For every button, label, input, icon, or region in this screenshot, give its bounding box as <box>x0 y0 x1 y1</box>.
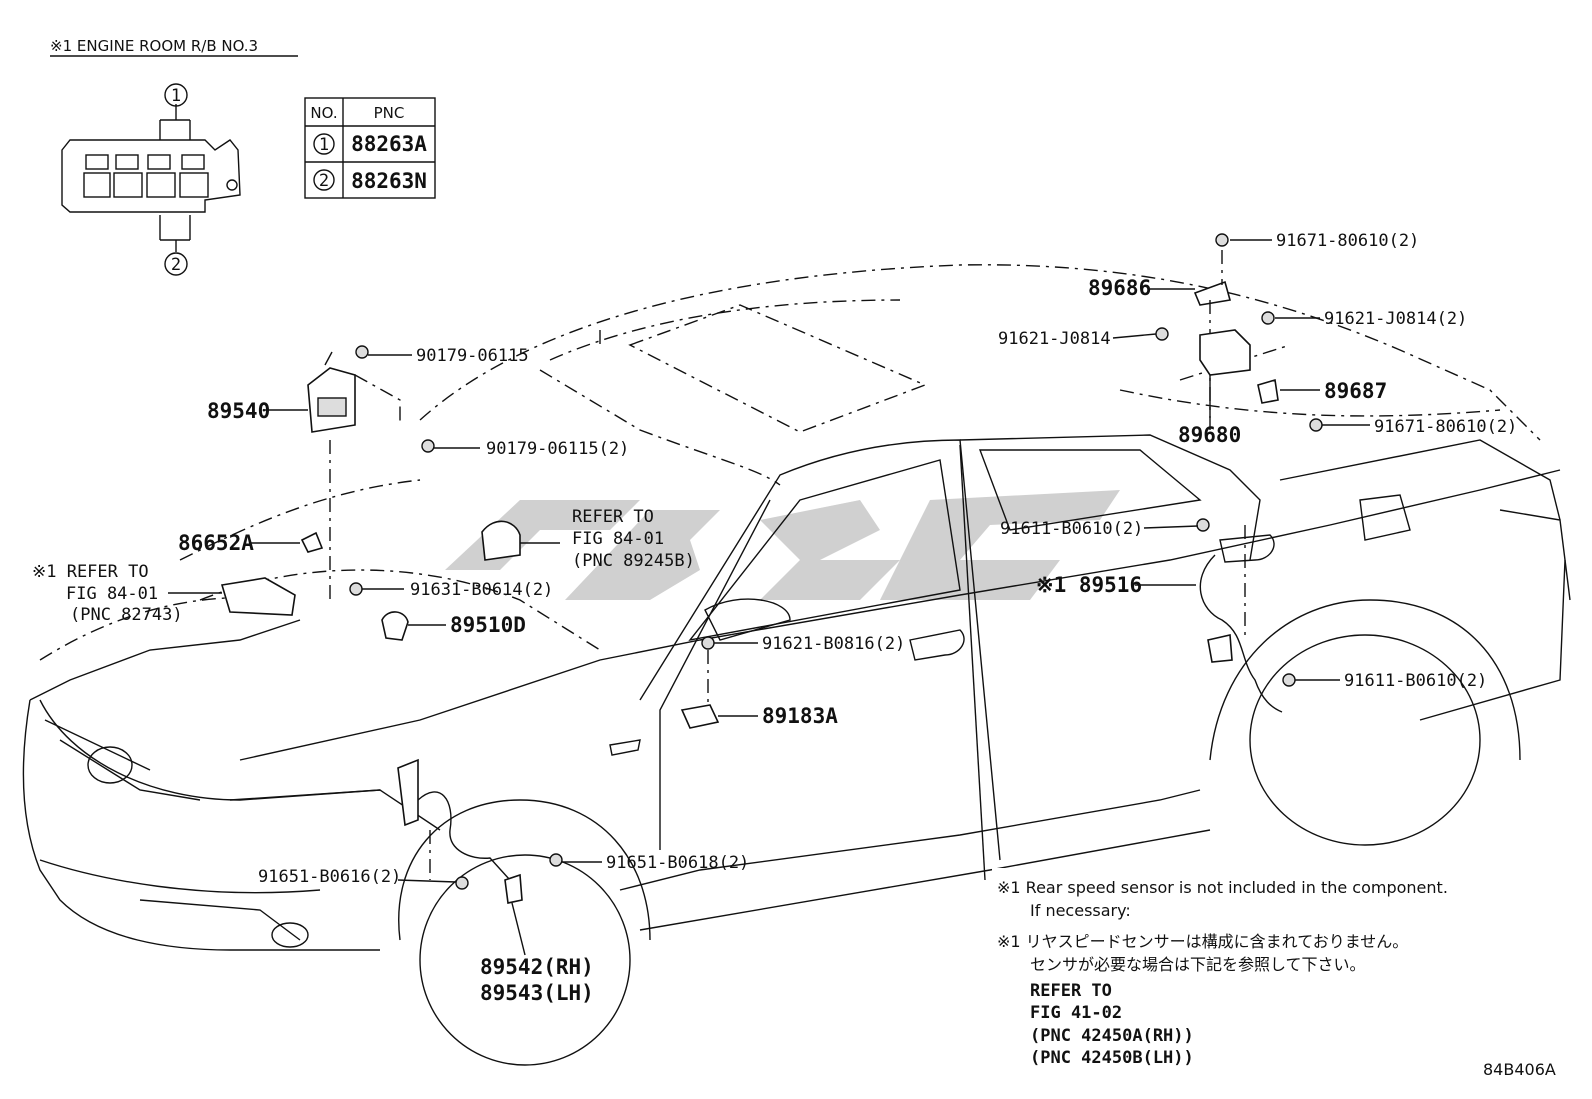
label-91631-b0614: 91631-B0614(2) <box>410 580 553 600</box>
label-91621-b0816: 91621-B0816(2) <box>762 634 905 654</box>
label-91611-b0610-top: 91611-B0610(2) <box>1000 519 1143 539</box>
callout-2-text: 2 <box>171 255 181 275</box>
label-89686: 89686 <box>1088 276 1151 300</box>
note-jp-line-2: センサが必要な場合は下記を参照して下さい。 <box>1030 955 1366 974</box>
pnc-table: NO. PNC 1 88263A 2 88263N <box>304 97 436 199</box>
car-body <box>22 264 1571 1066</box>
label-89510d: 89510D <box>450 613 526 637</box>
label-89542-rh: 89542(RH) <box>480 955 594 979</box>
footnotes: ※1 Rear speed sensor is not included in … <box>992 868 1462 1068</box>
watermark-logo <box>445 490 1120 600</box>
label-refer-2-line-2: FIG 84-01 <box>66 584 158 604</box>
label-91611-b0610-bottom: 91611-B0610(2) <box>1344 671 1487 691</box>
note-ref-line-4: (PNC 42450B(LH)) <box>1030 1048 1194 1068</box>
parts <box>220 233 1323 904</box>
label-89687: 89687 <box>1324 379 1387 403</box>
label-90179-06115-b: 90179-06115(2) <box>486 439 629 459</box>
label-refer-2-line-1: ※1 REFER TO <box>32 562 149 582</box>
label-86652a: 86652A <box>178 531 254 555</box>
table-header-no: NO. <box>310 104 337 122</box>
label-refer-1-line-1: REFER TO <box>572 507 654 527</box>
note-jp-line-1: ※1 リヤスピードセンサーは構成に含まれておりません。 <box>997 932 1408 951</box>
note-ref-line-1: REFER TO <box>1030 981 1112 1001</box>
label-91651-b0618: 91651-B0618(2) <box>606 853 749 873</box>
relay-box-title: ※1 ENGINE ROOM R/B NO.3 <box>50 37 258 55</box>
note-ref-line-2: FIG 41-02 <box>1030 1003 1122 1023</box>
label-90179-06115-a: 90179-06115 <box>416 346 529 366</box>
callout-1-text: 1 <box>171 86 181 106</box>
label-89543-lh: 89543(LH) <box>480 981 594 1005</box>
label-89680: 89680 <box>1178 423 1241 447</box>
note-ref-line-3: (PNC 42450A(RH)) <box>1030 1026 1194 1046</box>
table-header-pnc: PNC <box>374 104 405 122</box>
part-labels: 91671-80610(2) 89686 91621-J0814 91621-J… <box>32 231 1517 1005</box>
leader-lines <box>168 239 1370 956</box>
callout-circle-2 <box>164 252 188 276</box>
relay-box-drawing: 1 2 <box>61 83 241 276</box>
label-91621-j0814-right: 91621-J0814(2) <box>1324 309 1467 329</box>
label-89183a: 89183A <box>762 704 838 728</box>
label-refer-1-line-3: (PNC 89245B) <box>572 551 695 571</box>
label-91621-j0814-left: 91621-J0814 <box>998 329 1111 349</box>
label-91651-b0616: 91651-B0616(2) <box>258 867 401 887</box>
label-91671-80610-top: 91671-80610(2) <box>1276 231 1419 251</box>
label-91671-80610-bottom: 91671-80610(2) <box>1374 417 1517 437</box>
figure-id: 84B406A <box>1483 1060 1556 1079</box>
table-row-2-no: 2 <box>319 171 329 191</box>
label-refer-1-line-2: FIG 84-01 <box>572 529 664 549</box>
table-row-1-no: 1 <box>319 135 329 155</box>
table-row-2-pnc: 88263N <box>351 169 427 193</box>
callout-circle-1 <box>164 83 188 107</box>
note-en-line-2: If necessary: <box>1030 901 1131 920</box>
label-89540: 89540 <box>207 399 270 423</box>
note-en-line-1: ※1 Rear speed sensor is not included in … <box>997 878 1448 897</box>
table-row-1-pnc: 88263A <box>351 132 427 156</box>
label-refer-2-line-3: (PNC 82743) <box>70 605 183 625</box>
label-89516: ※1 89516 <box>1036 573 1142 597</box>
